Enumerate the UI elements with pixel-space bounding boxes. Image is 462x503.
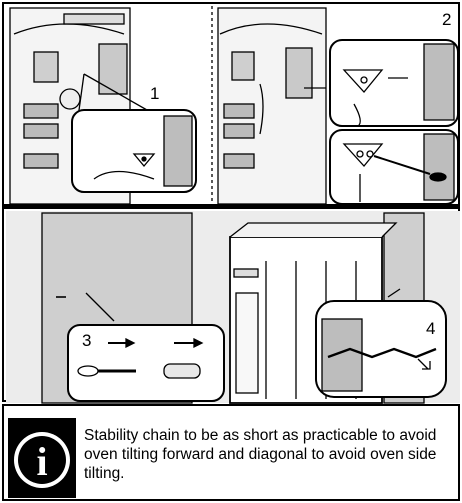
cooker-against-wall-illustration: [4, 209, 462, 405]
info-icon-glyph: i: [36, 439, 47, 484]
note-text: Stability chain to be as short as practi…: [84, 426, 458, 483]
step-3-label: 3: [82, 331, 91, 351]
step-4-label: 4: [426, 319, 435, 339]
step-2-label: 2: [442, 10, 451, 30]
step-1-2-panel: 1 2: [2, 2, 460, 206]
safety-note: i Stability chain to be as short as prac…: [2, 404, 460, 501]
step-1-label: 1: [150, 84, 159, 104]
rear-of-cooker-illustration: [4, 4, 462, 208]
info-icon: i: [8, 418, 76, 498]
step-3-4-panel: 3 4: [2, 206, 460, 402]
